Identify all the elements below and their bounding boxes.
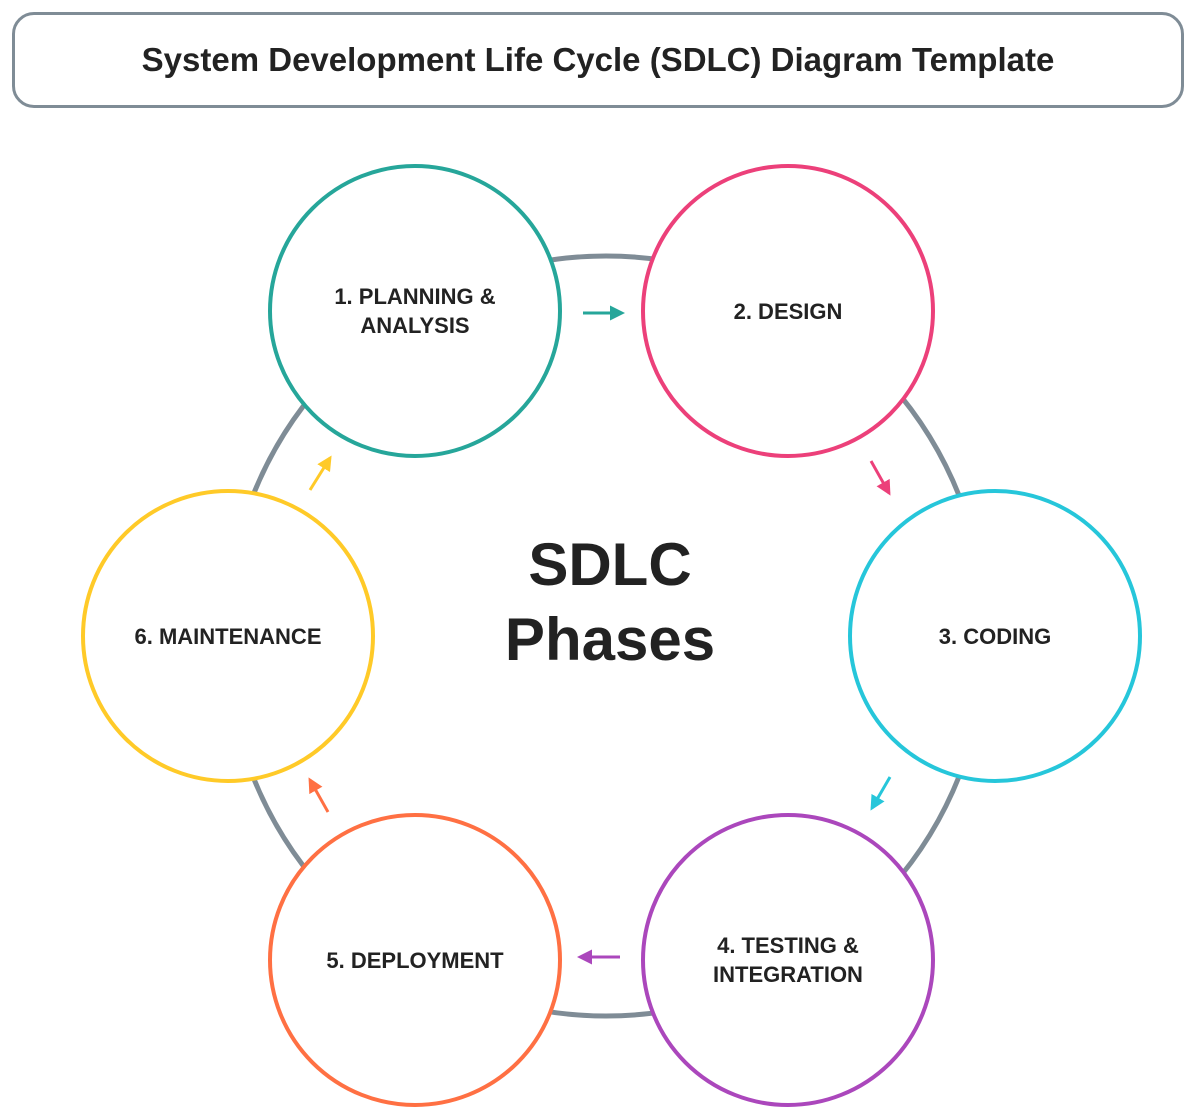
title-box: System Development Life Cycle (SDLC) Dia… [12, 12, 1184, 108]
phase-node-5: 5. DEPLOYMENT [268, 813, 562, 1107]
diagram-title: System Development Life Cycle (SDLC) Dia… [141, 41, 1055, 78]
phase-label: 6. MAINTENANCE [134, 624, 321, 649]
phase-node-4: 4. TESTING & INTEGRATION [641, 813, 935, 1107]
center-label-line2: Phases [505, 606, 715, 673]
phase-circle [81, 489, 375, 783]
phase-node-2: 2. DESIGN [641, 164, 935, 458]
flow-arrow-icon [869, 460, 891, 496]
phase-circle [848, 489, 1142, 783]
phase-circle [268, 813, 562, 1107]
phase-circle [268, 164, 562, 458]
flow-arrow-icon [308, 777, 330, 813]
phase-node-3: 3. CODING [848, 489, 1142, 783]
phase-label: 1. PLANNING & [334, 284, 495, 309]
phase-label-line2: ANALYSIS [360, 313, 469, 338]
phase-label-line2: INTEGRATION [713, 962, 863, 987]
phase-node-6: 6. MAINTENANCE [81, 489, 375, 783]
phase-label: 2. DESIGN [734, 299, 843, 324]
phase-circle [641, 164, 935, 458]
phase-label: 3. CODING [939, 624, 1051, 649]
phase-label: 4. TESTING & [717, 933, 859, 958]
phase-node-1: 1. PLANNING & ANALYSIS [268, 164, 562, 458]
flow-arrow-icon [870, 776, 892, 811]
phase-label: 5. DEPLOYMENT [326, 948, 504, 973]
center-label-line1: SDLC [528, 531, 691, 598]
phase-circle [641, 813, 935, 1107]
flow-arrow-icon [308, 455, 332, 491]
